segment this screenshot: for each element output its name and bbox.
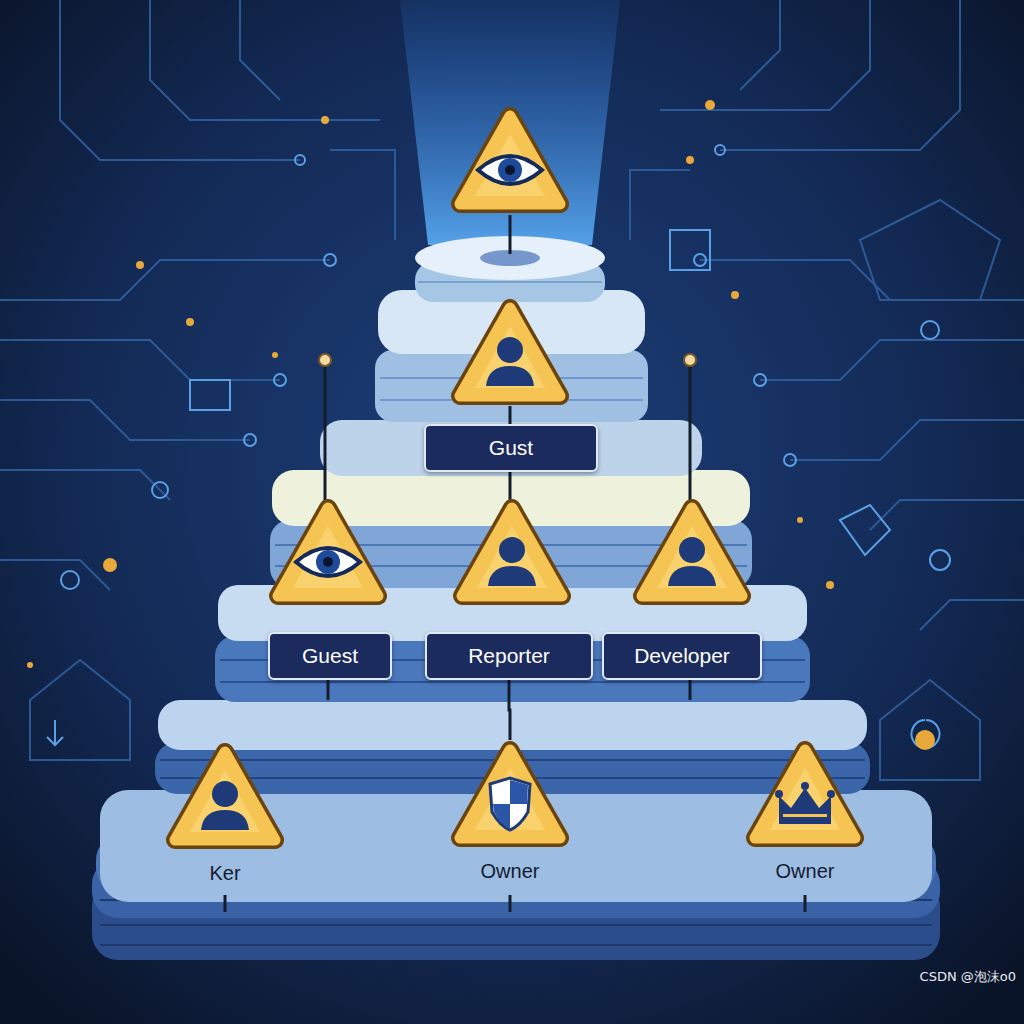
role-name: Owner <box>735 860 875 883</box>
role-label: Gust <box>489 436 533 460</box>
watermark: CSDN @泡沫o0 <box>920 968 1016 986</box>
role-label-box: Guest <box>268 632 392 680</box>
role-label: Reporter <box>468 644 550 668</box>
badge-shape <box>155 742 295 852</box>
role-label-box: Gust <box>424 424 598 472</box>
role-name: Ker <box>155 862 295 885</box>
badge-shape <box>735 740 875 850</box>
role-badge: Ker <box>155 742 295 892</box>
role-badge: Owner <box>440 740 580 890</box>
connector-line <box>509 680 510 740</box>
role-badge: Owner <box>735 740 875 890</box>
role-label: Guest <box>302 644 358 668</box>
role-label-box: Developer <box>602 632 762 680</box>
badge-shape <box>440 740 580 850</box>
role-name: Owner <box>440 860 580 883</box>
role-label-box: Reporter <box>425 632 593 680</box>
role-label: Developer <box>634 644 730 668</box>
